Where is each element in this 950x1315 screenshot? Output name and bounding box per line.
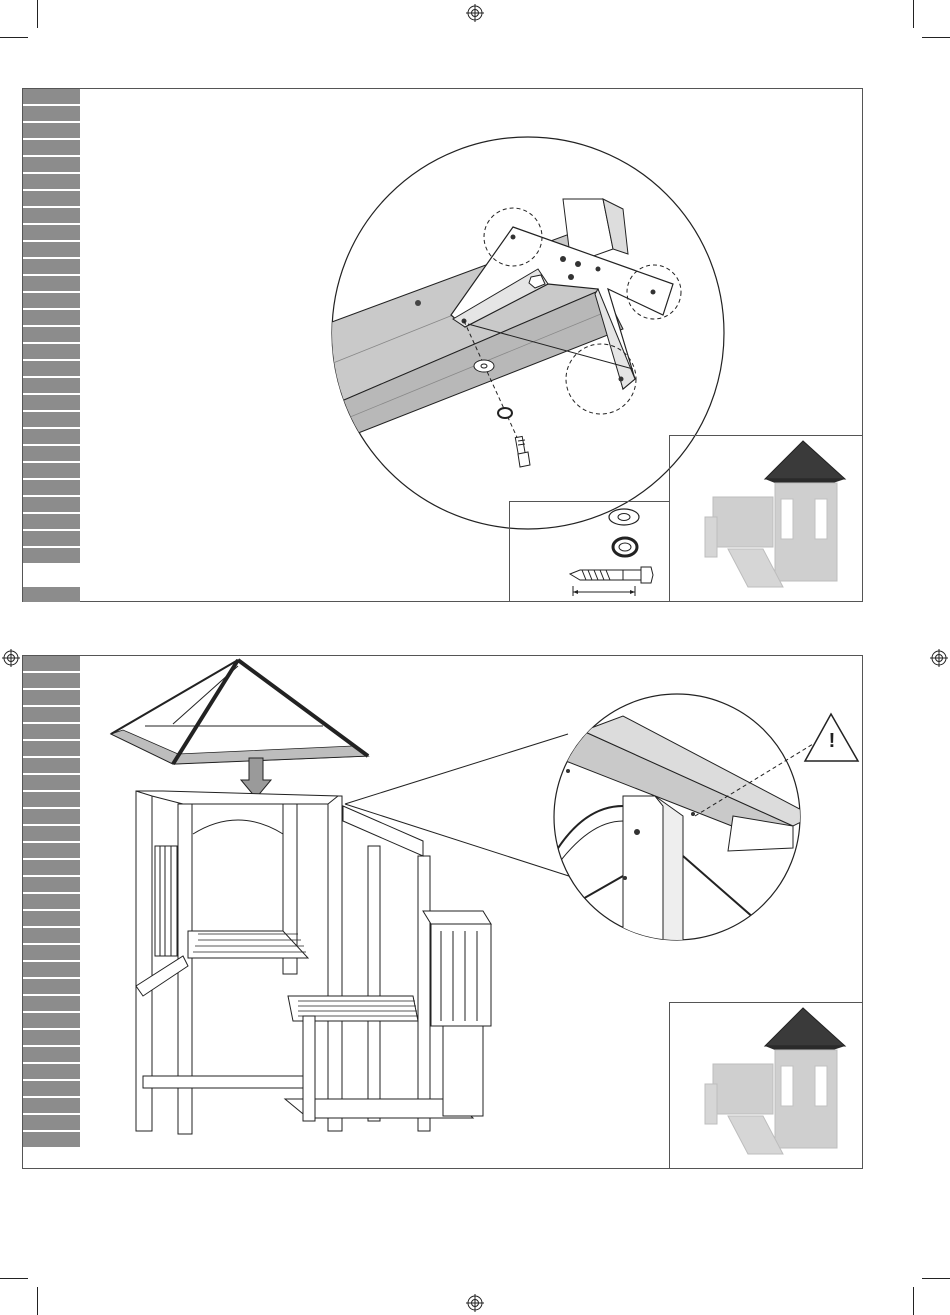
spring-washer-icon bbox=[611, 536, 639, 558]
step-1-panel bbox=[22, 88, 863, 602]
crop-mark-top-left-v bbox=[37, 0, 38, 28]
warning-symbol: ! bbox=[826, 728, 838, 754]
registration-target-left-icon bbox=[2, 649, 20, 667]
playtower-roof-highlight-icon bbox=[703, 1006, 863, 1166]
crop-mark-top-right-h bbox=[922, 37, 950, 38]
crop-mark-bottom-right-v bbox=[913, 1287, 914, 1315]
step-2-panel: ! bbox=[22, 655, 863, 1169]
crop-mark-top-right-v bbox=[913, 0, 914, 28]
registration-target-top-icon bbox=[466, 4, 484, 22]
registration-target-right-icon bbox=[930, 649, 948, 667]
registration-target-bottom-icon bbox=[466, 1294, 484, 1312]
lag-screw-icon bbox=[568, 564, 668, 600]
crop-mark-bottom-left-h bbox=[0, 1278, 28, 1279]
crop-mark-bottom-right-h bbox=[922, 1278, 950, 1279]
crop-mark-bottom-left-v bbox=[37, 1287, 38, 1315]
playtower-roof-highlight-icon bbox=[703, 439, 863, 599]
crop-mark-top-left-h bbox=[0, 37, 28, 38]
washer-icon bbox=[607, 507, 641, 527]
